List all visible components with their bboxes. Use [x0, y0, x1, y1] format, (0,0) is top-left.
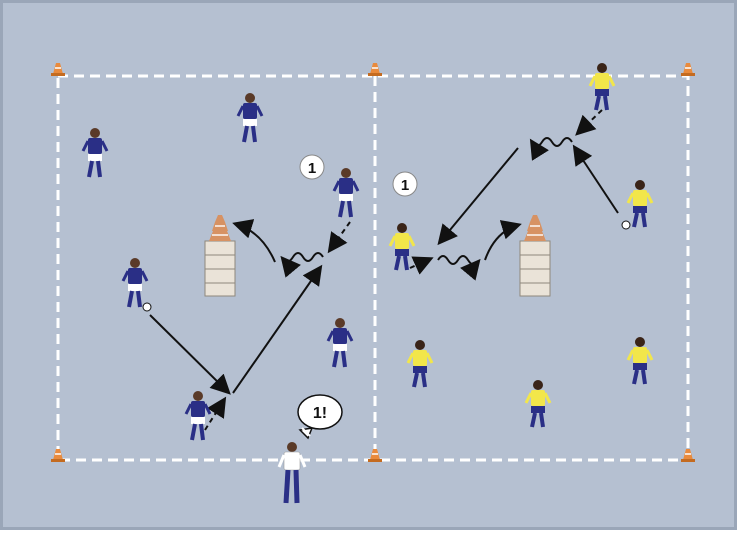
soccer-player-icon: [332, 168, 360, 218]
soccer-player-icon: [406, 340, 434, 388]
curve-arrow: [484, 220, 522, 261]
mannequin-wall-icon: [519, 215, 551, 297]
run-arrow: [327, 221, 351, 254]
mannequin-wall-icon: [204, 215, 236, 297]
coach-callout: 1!: [297, 394, 343, 440]
soccer-player-icon: [121, 258, 152, 312]
soccer-player-icon: [326, 318, 354, 368]
soccer-player-icon: [524, 380, 552, 428]
field-background: [3, 3, 734, 527]
marker-left: 1: [299, 154, 325, 180]
run-arrow: [204, 396, 227, 431]
pass-arrow: [572, 144, 619, 214]
coach-icon: [277, 442, 307, 504]
cone-icon: [51, 63, 65, 76]
soccer-player-icon: [388, 223, 416, 271]
marker-right-text: 1: [401, 177, 409, 194]
run-arrow: [575, 109, 603, 136]
pass-arrow: [149, 314, 231, 395]
dribble-arrow: [529, 137, 573, 161]
run-arrow: [409, 256, 434, 275]
soccer-player-icon: [626, 337, 654, 385]
pass-arrow: [437, 147, 519, 246]
cone-icon: [368, 449, 382, 462]
cone-icon: [51, 449, 65, 462]
cone-icon: [368, 63, 382, 76]
soccer-player-icon: [236, 93, 264, 143]
dribble-arrow: [280, 252, 324, 278]
blue-team-players: [81, 93, 360, 441]
soccer-player-icon: [184, 391, 212, 441]
soccer-player-icon: [588, 63, 616, 111]
cone-icon: [681, 449, 695, 462]
pass-arrow: [232, 264, 323, 394]
marker-right: 1: [392, 171, 418, 197]
cones: [51, 63, 695, 462]
left-movement-arrows: [149, 219, 351, 431]
coach-callout-text: 1!: [313, 405, 327, 422]
right-movement-arrows: [409, 109, 619, 281]
dribble-arrow: [437, 255, 481, 281]
curve-arrow: [232, 219, 276, 263]
soccer-player-icon: [621, 180, 654, 230]
yellow-team-players: [388, 63, 654, 428]
marker-left-text: 1: [308, 160, 316, 177]
ball-icon: [142, 302, 152, 312]
soccer-player-icon: [81, 128, 109, 178]
cone-icon: [681, 63, 695, 76]
ball-icon: [621, 220, 631, 230]
